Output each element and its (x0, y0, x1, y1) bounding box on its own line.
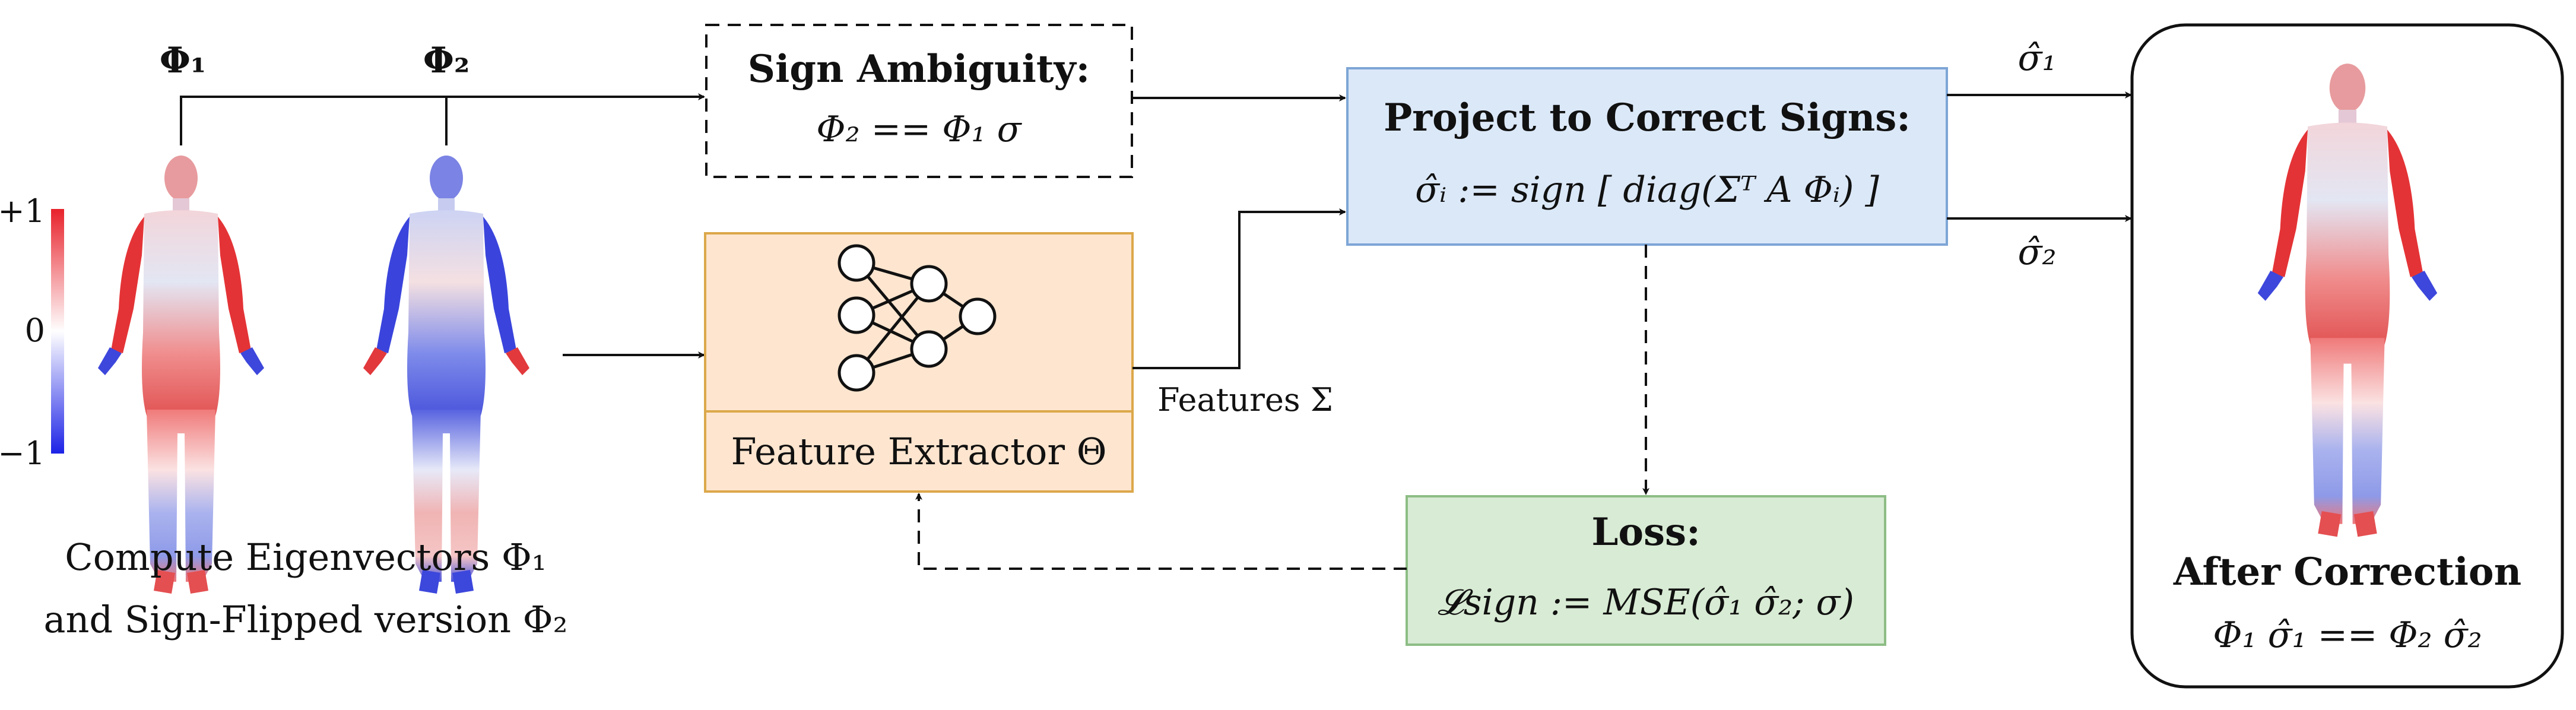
body-legs (2310, 338, 2385, 524)
body-right-hand (506, 347, 529, 375)
after-correction-title: After Correction (2173, 550, 2521, 594)
loss-feedback-arrow (915, 493, 1407, 570)
body-neck (2338, 109, 2357, 124)
body-torso (407, 210, 486, 416)
body-left-hand (363, 347, 387, 375)
eigen-caption-line1: Compute Eigenvectors Φ₁ (65, 535, 546, 579)
body-right-hand (2412, 271, 2438, 301)
body-neck (438, 198, 455, 211)
feature-extractor-box: Feature Extractor Θ (704, 232, 1134, 493)
body-neck (173, 198, 189, 211)
project-title: Project to Correct Signs: (1384, 96, 1911, 140)
neural-network-icon (837, 244, 997, 392)
phi-connector-line (180, 96, 448, 145)
body-torso (2305, 122, 2390, 345)
eigen-caption-line2: and Sign-Flipped version Φ₂ (44, 598, 568, 641)
colorbar: +1 0 −1 (0, 192, 64, 472)
phi1-label: Φ₁ (160, 40, 207, 81)
colorbar-max-label: +1 (0, 192, 45, 230)
body-left-foot (419, 570, 440, 594)
body-right-foot (187, 570, 208, 594)
sign-ambiguity-formula: Φ₂ == Φ₁ σ (816, 109, 1022, 150)
body-right-hand (240, 347, 264, 375)
after-correction-formula: Φ₁ σ̂₁ == Φ₂ σ̂₂ (2213, 614, 2482, 656)
sign-ambiguity-border (705, 24, 1133, 178)
body-head (430, 156, 463, 201)
sign-ambiguity-title: Sign Ambiguity: (748, 47, 1090, 91)
sigma2-output-label: σ̂₂ (2017, 232, 2056, 273)
body-phi1 (98, 156, 264, 594)
loss-box: Loss: 𝓛sign := MSE(σ̂₁ σ̂₂; σ) (1406, 495, 1886, 646)
loss-title: Loss: (1591, 510, 1700, 554)
sigma1-output-label: σ̂₁ (2017, 37, 2056, 79)
feature-extractor-label: Feature Extractor Θ (731, 430, 1106, 473)
body-phi2 (363, 156, 529, 594)
phi2-label: Φ₂ (423, 40, 470, 81)
features-label: Features Σ (1157, 381, 1333, 419)
body-left-hand (2257, 271, 2283, 301)
body-torso (142, 210, 220, 416)
body-right-foot (2353, 511, 2377, 537)
body-left-arm (376, 217, 410, 353)
body-head (164, 156, 198, 201)
body-left-foot (154, 570, 175, 594)
body-left-foot (2318, 511, 2342, 537)
body-head (2329, 64, 2366, 113)
project-border (1346, 67, 1948, 246)
colorbar-mid-label: 0 (25, 312, 45, 349)
loss-border (1406, 495, 1886, 646)
loss-formula: 𝓛sign := MSE(σ̂₁ σ̂₂; σ) (1438, 582, 1854, 623)
body-right-arm (218, 217, 251, 353)
colorbar-min-label: −1 (0, 435, 45, 472)
project-formula: σ̂ᵢ := sign [ diag(Σᵀ A Φᵢ) ] (1415, 169, 1879, 211)
body-left-arm (111, 217, 144, 353)
body-left-hand (98, 347, 122, 375)
body-left-arm (2272, 129, 2308, 277)
body-right-arm (483, 217, 516, 353)
colorbar-gradient (51, 209, 64, 454)
body-legs (412, 410, 481, 582)
body-corrected (2257, 64, 2438, 537)
project-box: Project to Correct Signs: σ̂ᵢ := sign [ … (1346, 67, 1948, 246)
body-right-arm (2387, 129, 2423, 277)
sign-ambiguity-box: Sign Ambiguity: Φ₂ == Φ₁ σ (705, 24, 1133, 178)
features-connector (1132, 208, 1346, 369)
body-right-foot (452, 570, 474, 594)
after-correction-panel: After Correction Φ₁ σ̂₁ == Φ₂ σ̂₂ (2130, 23, 2564, 689)
body-legs (147, 410, 215, 582)
